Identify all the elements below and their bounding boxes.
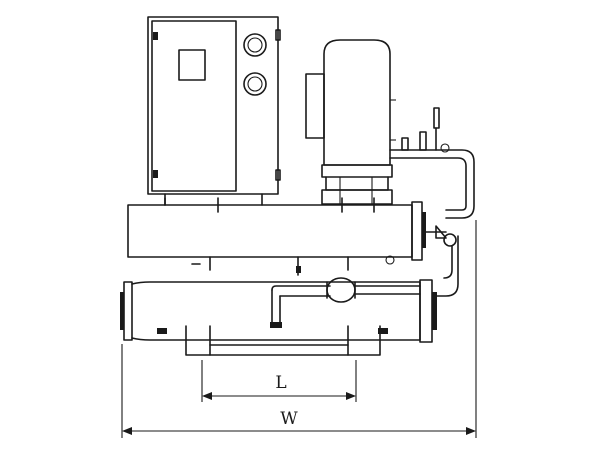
motor	[305, 39, 396, 205]
dimension-w-label: W	[280, 409, 298, 429]
dimension-l: L	[201, 360, 357, 402]
condenser-shell	[127, 197, 426, 276]
base-feet	[185, 325, 381, 356]
expansion-valve	[425, 225, 459, 297]
dimension-l-label: L	[275, 373, 286, 393]
control-cabinet	[147, 16, 281, 206]
evaporator-shell	[120, 277, 437, 343]
dimension-w: W	[121, 220, 477, 438]
discharge-piping	[389, 107, 475, 219]
